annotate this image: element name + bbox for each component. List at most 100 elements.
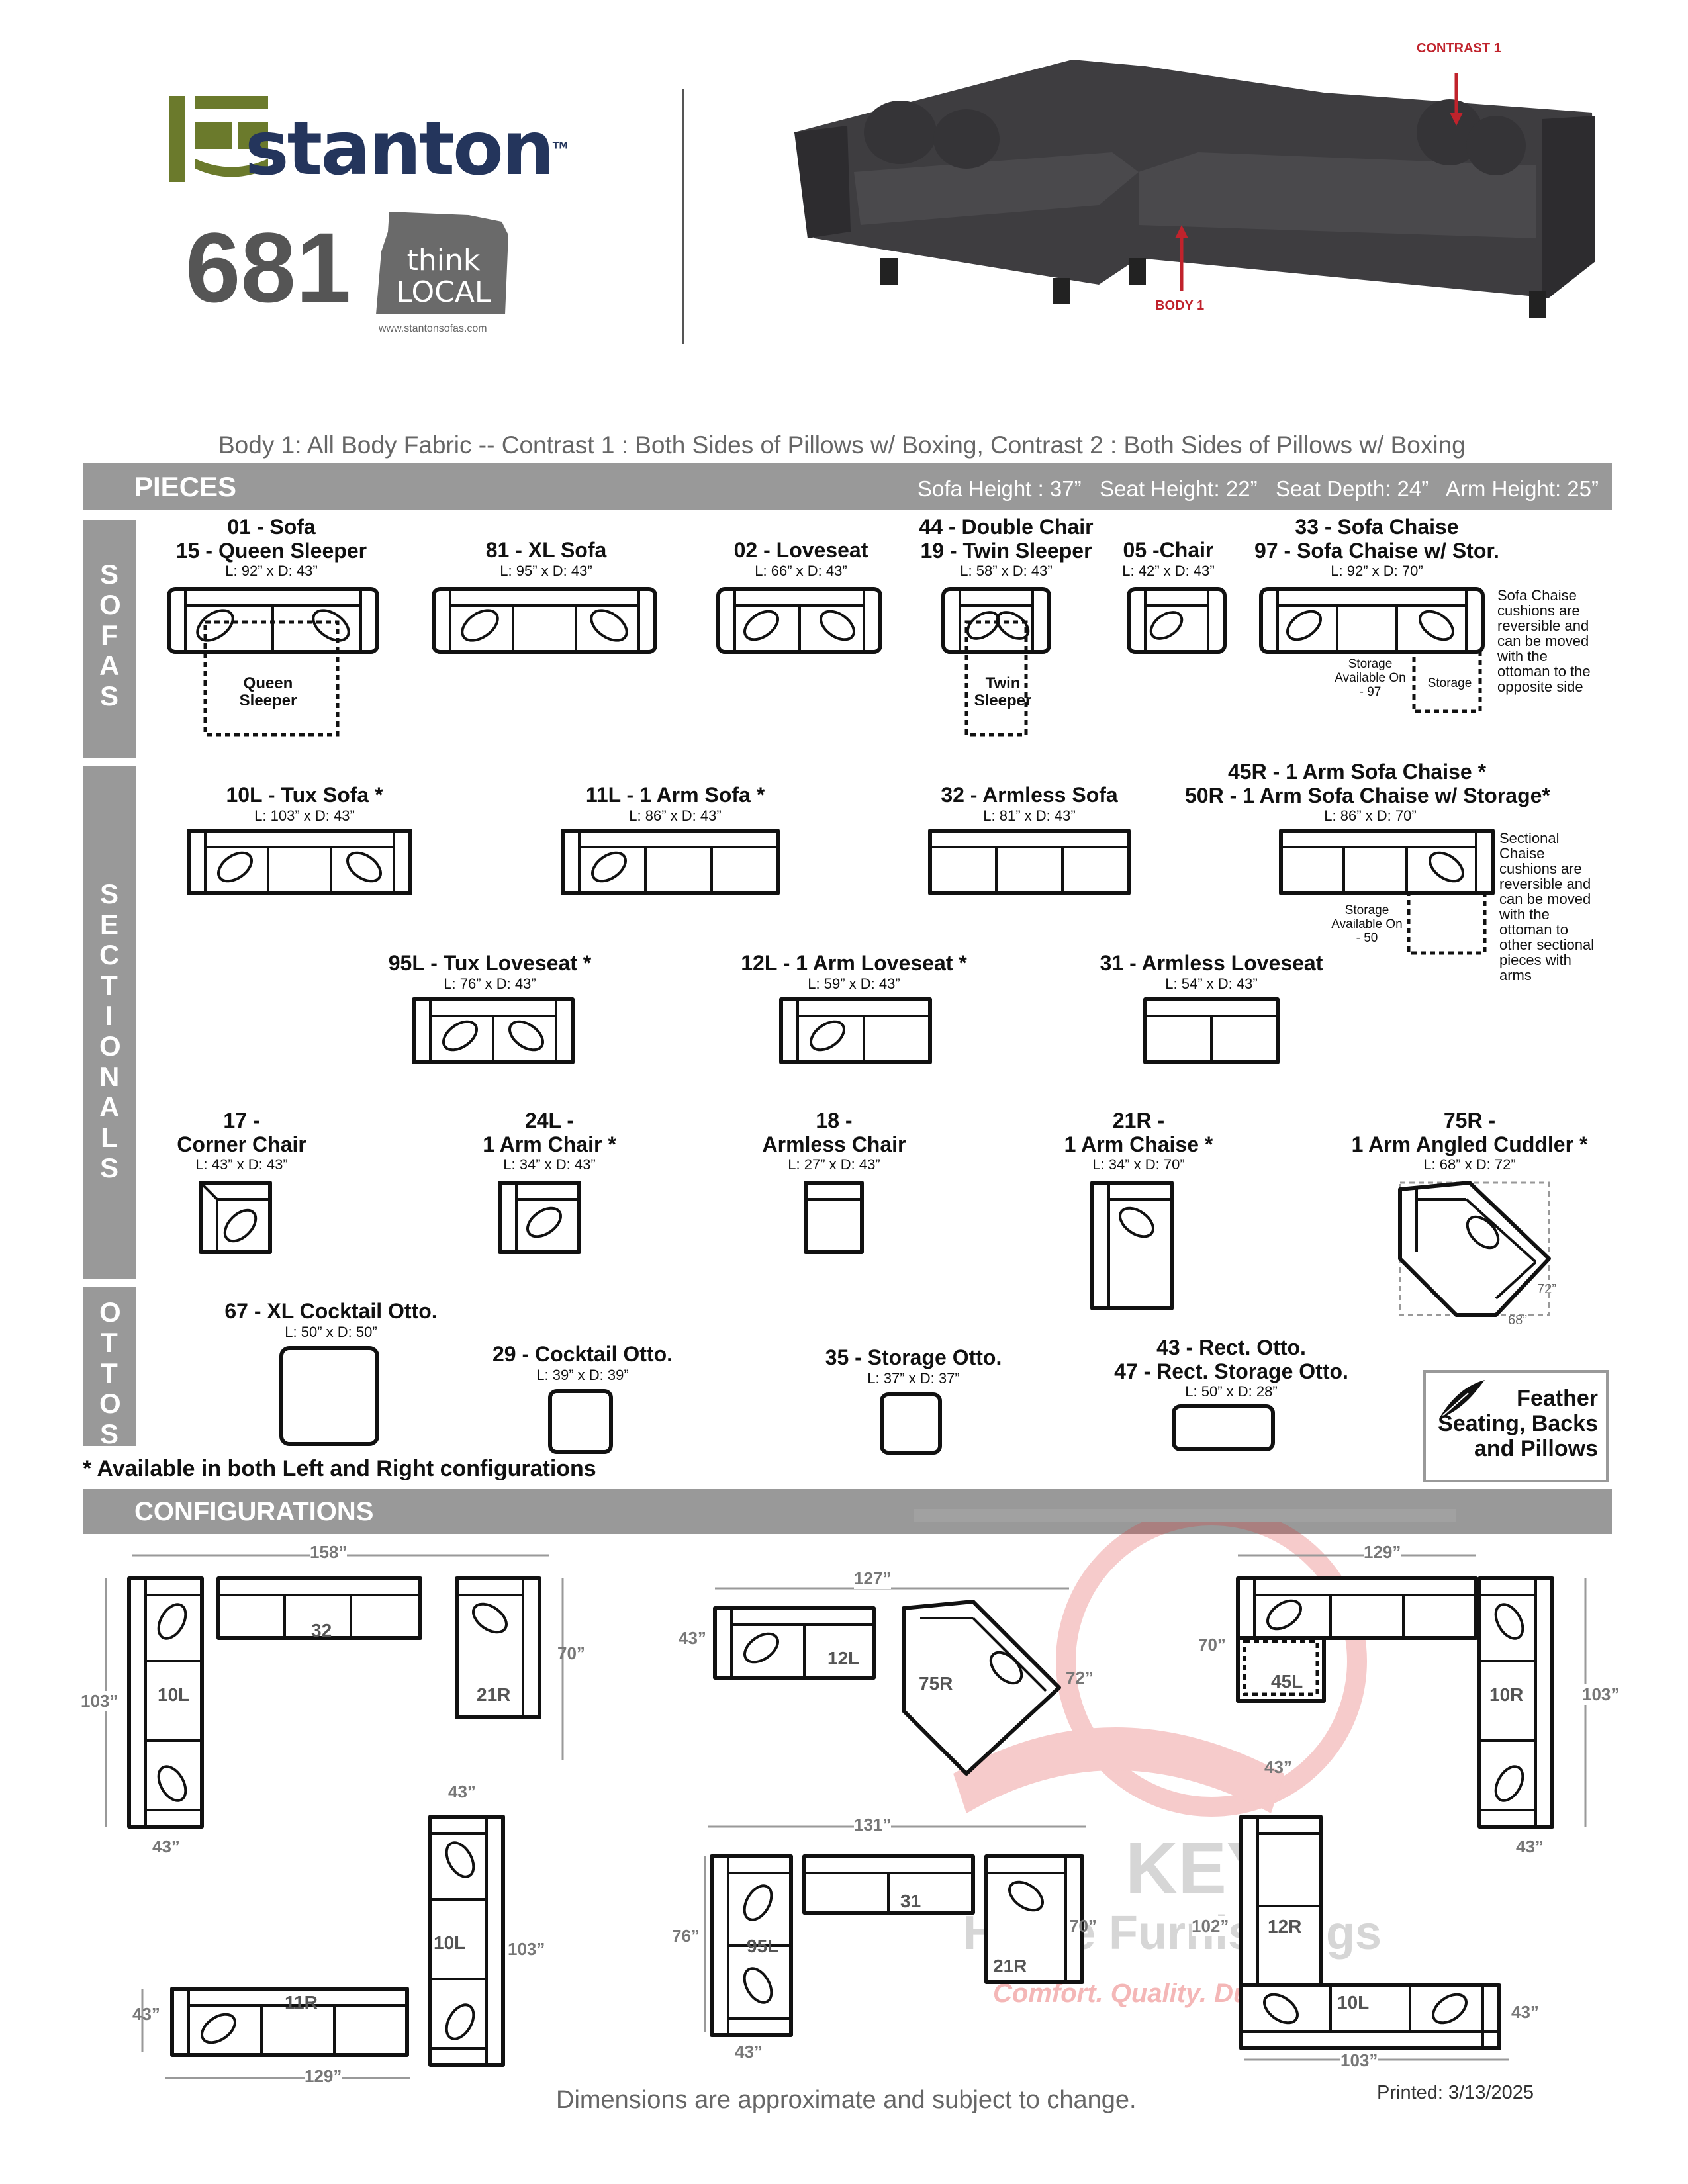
piece-cuddler-dims: L: 68” x D: 72”	[1423, 1156, 1516, 1173]
piece-one-arm-chair-drawing	[498, 1181, 581, 1254]
piece-double-chair-dims: L: 58” x D: 43”	[960, 563, 1053, 579]
piece-one-arm-loveseat-title: 12L - 1 Arm Loveseat *	[741, 951, 967, 975]
piece-one-arm-loveseat-dims: L: 59” x D: 43”	[808, 976, 900, 992]
config-3-width: 129”	[1364, 1542, 1401, 1563]
config-4-depth2: 43”	[448, 1782, 476, 1801]
sectional-photo	[794, 60, 1595, 318]
ottos-side-label: OTTOS	[83, 1287, 136, 1449]
config-2-cuddler: 72”	[1066, 1668, 1094, 1688]
feather-icon	[1438, 1380, 1485, 1420]
piece-one-arm-chaise-sofa-title: 45R - 1 Arm Sofa Chaise *50R - 1 Arm Sof…	[1185, 760, 1550, 807]
config-1-width: 158”	[310, 1542, 348, 1563]
configurations-band: CONFIGURATIONS	[83, 1489, 1612, 1534]
config-4-p1: 11R	[285, 1992, 318, 2013]
brand-name: stantonTM	[245, 106, 569, 192]
piece-one-arm-chaise-dims: L: 34” x D: 70”	[1092, 1156, 1185, 1173]
piece-armless-sofa-title: 32 - Armless Sofa	[941, 783, 1118, 807]
piece-cocktail-drawing	[548, 1389, 613, 1454]
piece-xl-sofa-title: 81 - XL Sofa	[485, 538, 607, 562]
piece-rect-otto-title: 43 - Rect. Otto.47 - Rect. Storage Otto.	[1114, 1336, 1348, 1383]
piece-xl-sofa-dims: L: 95” x D: 43”	[500, 563, 592, 579]
piece-cuddler-title: 75R -1 Arm Angled Cuddler *	[1351, 1109, 1588, 1156]
piece-sofa-chaise-dims: L: 92” x D: 70”	[1331, 563, 1423, 579]
piece-tux-loveseat-drawing	[412, 997, 575, 1064]
piece-loveseat-title: 02 - Loveseat	[733, 538, 868, 562]
config-3-chaise: 70”	[1198, 1635, 1226, 1655]
config-5-p2: 95L	[747, 1936, 779, 1956]
config-2-width: 127”	[854, 1569, 892, 1589]
config-3-p2: 10R	[1489, 1684, 1524, 1705]
printed-date: Printed: 3/13/2025	[1377, 2082, 1534, 2103]
storage-available-97: Storage Available On - 97	[1335, 657, 1406, 699]
piece-armless-sofa-dims: L: 81” x D: 43”	[983, 807, 1076, 824]
config-6-p1: 12R	[1268, 1916, 1302, 1936]
piece-armless-chair-title: 18 -Armless Chair	[762, 1109, 906, 1156]
piece-chair-dims: L: 42” x D: 43”	[1122, 563, 1215, 579]
sectional-chaise-note: Sectional Chaise cushions are reversible…	[1499, 830, 1595, 983]
config-1-height: 103”	[81, 1691, 118, 1711]
piece-cocktail-title: 29 - Cocktail Otto.	[492, 1342, 673, 1366]
cuddler-d2: 68”	[1508, 1313, 1527, 1328]
sectionals-side-label: SECTIONALS	[83, 766, 136, 1279]
disclaimer: Dimensions are approximate and subject t…	[556, 2086, 1137, 2114]
config-2-drawing	[713, 1587, 1069, 1776]
pieces-title: PIECES	[134, 471, 237, 502]
sofas-side-label: SOFAS	[83, 520, 136, 758]
piece-loveseat-dims: L: 66” x D: 43”	[755, 563, 847, 579]
config-5-drawing	[704, 1825, 1086, 2037]
config-6-width: 103”	[1340, 2050, 1378, 2071]
piece-armless-loveseat-dims: L: 54” x D: 43”	[1165, 976, 1258, 992]
body-label: BODY 1	[1155, 298, 1205, 313]
config-6-height: 102”	[1192, 1916, 1229, 1936]
piece-xl-cocktail-title: 67 - XL Cocktail Otto.	[224, 1299, 438, 1323]
piece-one-arm-chaise-title: 21R -1 Arm Chaise *	[1064, 1109, 1213, 1156]
piece-xl-cocktail-drawing	[279, 1346, 379, 1446]
config-4-drawing	[141, 1815, 505, 2079]
piece-one-arm-sofa-dims: L: 86” x D: 43”	[629, 807, 722, 824]
piece-storage-otto-title: 35 - Storage Otto.	[825, 1345, 1002, 1369]
piece-corner-chair-title: 17 -Corner Chair	[177, 1109, 306, 1156]
piece-one-arm-chair-title: 24L -1 Arm Chair *	[483, 1109, 616, 1156]
piece-storage-otto-dims: L: 37” x D: 37”	[867, 1370, 960, 1387]
watermark-logo	[914, 1509, 1456, 1817]
config-6-drawing	[1239, 1815, 1509, 2061]
piece-sofa-chaise-drawing	[1259, 587, 1485, 713]
piece-armless-sofa-drawing	[928, 829, 1131, 895]
config-4-width: 129”	[305, 2066, 342, 2087]
config-5-width: 131”	[854, 1815, 892, 1835]
oregon-shape-icon	[376, 212, 508, 314]
pieces-band: PIECES Sofa Height : 37” Seat Height: 22…	[83, 463, 1612, 510]
config-6-depth: 43”	[1511, 2002, 1539, 2022]
queen-sleeper-label: Queen Sleeper	[239, 674, 297, 709]
piece-tux-sofa-title: 10L - Tux Sofa *	[226, 783, 383, 807]
piece-corner-chair-drawing	[199, 1181, 272, 1254]
piece-rect-otto-dims: L: 50” x D: 28”	[1185, 1383, 1278, 1400]
fabric-caption: Body 1: All Body Fabric -- Contrast 1 : …	[218, 432, 1466, 459]
piece-sofa-drawing	[167, 587, 379, 737]
website: www.stantonsofas.com	[379, 323, 487, 334]
piece-one-arm-sofa-title: 11L - 1 Arm Sofa *	[585, 783, 765, 807]
config-3-p1: 45L	[1271, 1671, 1303, 1692]
config-4-p2: 10L	[434, 1933, 466, 1953]
storage-available-50: Storage Available On - 50	[1331, 903, 1403, 945]
model-number: 681	[185, 212, 352, 323]
piece-corner-chair-dims: L: 43” x D: 43”	[195, 1156, 288, 1173]
stanton-logo-mark	[169, 96, 268, 182]
piece-tux-sofa-drawing	[187, 829, 412, 895]
piece-one-arm-chaise-sofa-drawing	[1279, 829, 1495, 955]
config-4-height: 103”	[508, 1939, 545, 1960]
piece-storage-otto-drawing	[880, 1392, 942, 1455]
config-2-depth: 43”	[679, 1628, 706, 1648]
piece-cuddler-drawing	[1398, 1181, 1551, 1317]
piece-one-arm-chaise-drawing	[1090, 1181, 1174, 1310]
config-1-p1: 32	[311, 1620, 332, 1641]
piece-xl-cocktail-dims: L: 50” x D: 50”	[285, 1324, 377, 1340]
piece-armless-chair-dims: L: 27” x D: 43”	[788, 1156, 880, 1173]
header-divider	[682, 89, 684, 344]
config-3-height: 103”	[1582, 1684, 1620, 1705]
config-1-chaise: 70”	[557, 1643, 585, 1663]
config-5-depth: 43”	[735, 2042, 763, 2062]
